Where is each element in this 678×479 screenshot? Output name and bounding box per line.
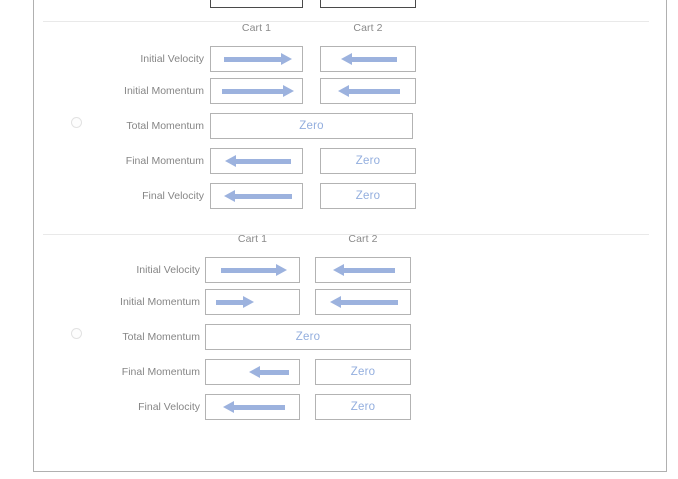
cart-1-cell[interactable] (205, 257, 300, 283)
arrow-shaft (221, 267, 278, 273)
row-label: Final Velocity (138, 401, 200, 413)
cart-2-cell[interactable]: Zero (320, 183, 416, 209)
cart-2-cell[interactable] (315, 257, 411, 283)
arrow-shaft (232, 404, 285, 410)
total-momentum-cell[interactable]: Zero (205, 324, 411, 350)
cart-2-cell[interactable] (320, 0, 416, 8)
measurement-row: Total Momentum Zero (34, 113, 668, 139)
cart-2-cell[interactable]: Zero (315, 359, 411, 385)
divider-1 (43, 21, 649, 22)
cart-1-cell[interactable] (210, 183, 303, 209)
zero-value-label: Zero (350, 401, 376, 413)
measurement-row: Initial Velocity (34, 257, 668, 283)
arrow-shaft (233, 193, 292, 199)
measurement-row: Final Momentum Zero (34, 359, 668, 385)
measurement-row: Final Velocity Zero (34, 394, 668, 420)
column-header-cart-2: Cart 2 (348, 233, 378, 245)
arrow-shaft (347, 88, 400, 94)
arrow-head (341, 52, 352, 65)
cart-2-cell[interactable]: Zero (315, 394, 411, 420)
select-scenario-radio[interactable] (71, 328, 82, 339)
arrow-shaft (224, 56, 283, 62)
arrow-shaft (342, 267, 395, 273)
cart-1-cell[interactable] (210, 148, 303, 174)
arrow-head (224, 189, 235, 202)
cart-2-cell[interactable]: Zero (320, 148, 416, 174)
divider-2 (43, 234, 649, 235)
measurement-row: Initial Momentum (34, 289, 668, 315)
arrow-head (338, 84, 349, 97)
arrow-head (283, 84, 294, 97)
arrow-head (225, 154, 236, 167)
arrow-head (276, 263, 287, 276)
row-label: Final Velocity (142, 190, 204, 202)
measurement-row: Final Velocity Zero (34, 183, 668, 209)
column-header-cart-1: Cart 1 (241, 22, 272, 34)
arrow-shaft (216, 299, 245, 305)
zero-value-label: Zero (299, 120, 324, 132)
measurement-row: Initial Momentum (34, 78, 668, 104)
row-label: Final Momentum (125, 155, 204, 167)
cart-1-cell[interactable] (205, 394, 300, 420)
zero-value-label: Zero (295, 331, 321, 343)
arrow-shaft (234, 158, 291, 164)
arrow-head (281, 52, 292, 65)
arrow-head (330, 295, 341, 308)
measurement-row: Total Momentum Zero (34, 324, 668, 350)
row-label: Final Momentum (121, 366, 200, 378)
cart-2-cell[interactable] (315, 289, 411, 315)
arrow-shaft (258, 369, 289, 375)
arrow-shaft (339, 299, 398, 305)
zero-value-label: Zero (350, 366, 376, 378)
cart-1-cell[interactable] (210, 46, 303, 72)
select-scenario-radio[interactable] (71, 117, 82, 128)
column-header-cart-2: Cart 2 (353, 22, 383, 34)
total-momentum-cell[interactable]: Zero (210, 113, 413, 139)
row-label: Initial Momentum (120, 296, 200, 308)
measurement-row: Initial Velocity (34, 46, 668, 72)
row-label: Initial Velocity (136, 264, 200, 276)
cart-2-cell[interactable] (320, 78, 416, 104)
arrow-shaft (222, 88, 285, 94)
row-label: Total Momentum (126, 120, 204, 132)
arrow-head (249, 365, 260, 378)
cart-1-cell[interactable] (205, 289, 300, 315)
cart-1-cell[interactable] (210, 78, 303, 104)
cart-2-cell[interactable] (320, 46, 416, 72)
arrow-head (333, 263, 344, 276)
arrow-head (243, 295, 254, 308)
cart-1-cell[interactable] (205, 359, 300, 385)
measurement-row: Final Momentum Zero (34, 148, 668, 174)
row-label: Total Momentum (122, 331, 200, 343)
row-label: Initial Velocity (140, 53, 204, 65)
cart-1-cell[interactable] (210, 0, 303, 8)
row-label: Initial Momentum (124, 85, 204, 97)
arrow-head (223, 400, 234, 413)
zero-value-label: Zero (355, 190, 381, 202)
arrow-shaft (350, 56, 397, 62)
column-header-cart-1: Cart 1 (237, 233, 268, 245)
zero-value-label: Zero (355, 155, 381, 167)
